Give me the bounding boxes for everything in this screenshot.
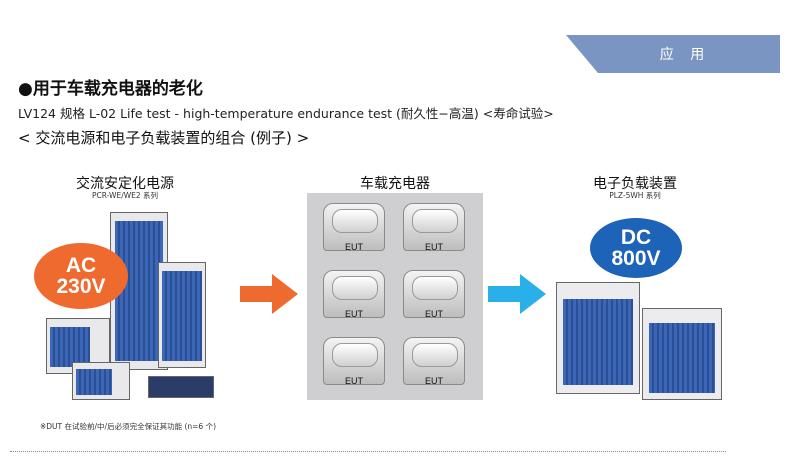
application-tab: 应 用 — [566, 35, 780, 73]
arrow-right-blue-icon — [488, 274, 546, 314]
charger-title: 车载充电器 — [360, 176, 430, 192]
eut-unit: EUT — [323, 337, 385, 386]
load-model: PLZ-5WH 系列 — [609, 191, 661, 200]
dotted-divider — [10, 451, 726, 452]
dc-badge-line1: DC — [620, 226, 652, 249]
dc-800v-badge: DC 800V — [590, 218, 682, 278]
ac-230v-badge: AC 230V — [34, 243, 128, 309]
eut-unit: EUT — [323, 203, 385, 252]
eut-panel: EUT EUT EUT EUT EUT EUT — [307, 193, 483, 400]
ac-badge-line1: AC — [65, 254, 97, 277]
test-standard-subtitle: LV124 规格 L-02 Life test - high-temperatu… — [18, 106, 554, 121]
eut-unit: EUT — [403, 337, 465, 386]
application-tab-label: 应 用 — [659, 47, 711, 63]
ac-source-model: PCR-WE/WE2 系列 — [91, 191, 159, 200]
eut-unit: EUT — [323, 270, 385, 319]
eut-unit: EUT — [403, 270, 465, 319]
section-heading: ●用于车载充电器的老化 — [18, 79, 203, 99]
ac-badge-line2: 230V — [56, 275, 106, 298]
ac-source-title: 交流安定化电源 — [76, 176, 174, 192]
combination-title: < 交流电源和电子负载装置的组合 (例子) > — [18, 129, 310, 147]
eut-unit: EUT — [403, 203, 465, 252]
load-title: 电子负载装置 — [593, 176, 677, 192]
arrow-right-orange-icon — [240, 274, 298, 314]
dc-badge-line2: 800V — [611, 247, 661, 270]
footnote: ※DUT 在试验前/中/后必须完全保证其功能 (n=6 个) — [40, 422, 216, 431]
